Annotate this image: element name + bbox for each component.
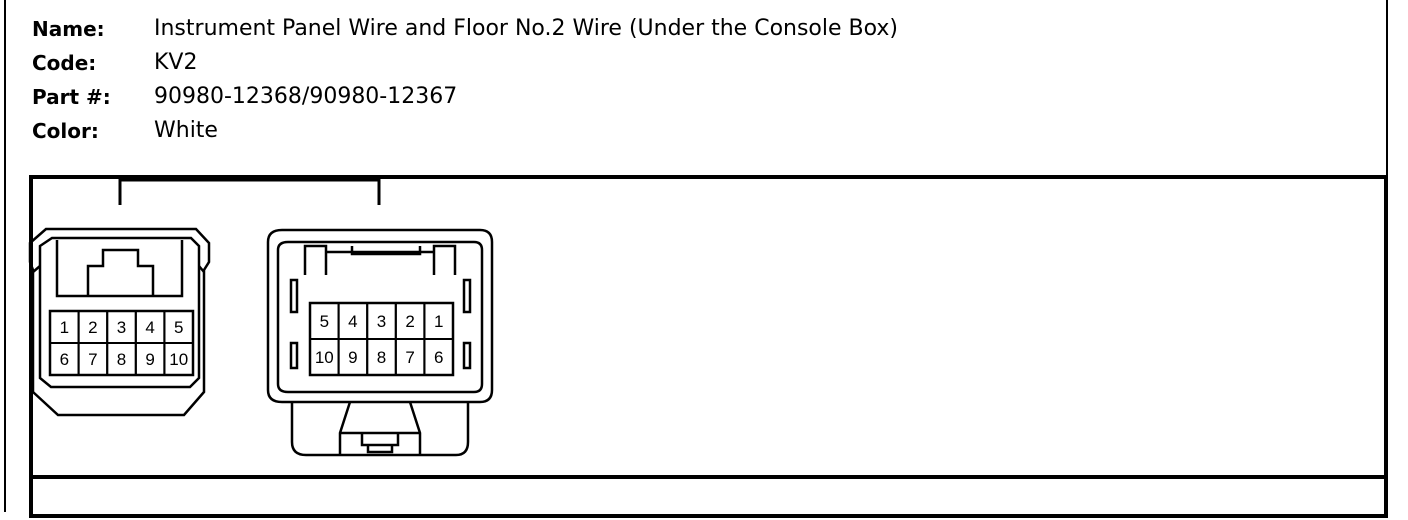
right-connector-pin-number: 8 (377, 348, 386, 367)
left-connector-side-notches (32, 265, 205, 273)
frame-right-border (1386, 0, 1388, 176)
name-value: Instrument Panel Wire and Floor No.2 Wir… (154, 16, 899, 41)
color-label: Color: (32, 119, 99, 143)
right-connector-pin-cavity (423, 338, 454, 376)
right-connector-inner-outline (276, 240, 484, 394)
code-label: Code: (32, 51, 97, 75)
left-connector-housing (28, 227, 211, 417)
right-connector-lock-skirt (290, 402, 470, 457)
right-connector-top-notch (350, 246, 422, 256)
name-label: Name: (32, 17, 105, 41)
left-connector-pin-number: 10 (169, 350, 188, 369)
right-connector-pin-number: 5 (320, 312, 329, 331)
right-connector-pin-number: 4 (348, 312, 357, 331)
connector-mate-bracket (118, 178, 381, 205)
left-connector-pin-number: 2 (88, 318, 97, 337)
right-connector-pin-number: 6 (434, 348, 443, 367)
connector-diagram-box (29, 175, 1388, 518)
code-value: KV2 (154, 50, 198, 75)
right-connector-side-guides (289, 278, 472, 370)
left-connector-pin-number: 9 (145, 350, 154, 369)
diagram-bottom-divider (33, 475, 1384, 479)
right-connector-pin-number: 1 (434, 312, 443, 331)
left-connector-pin-number: 3 (117, 318, 126, 337)
left-connector-pin-cavity (163, 342, 194, 376)
left-connector-pin-number: 5 (174, 318, 183, 337)
right-connector-top-key (303, 244, 457, 275)
right-connector-pin-number: 7 (405, 348, 414, 367)
left-connector-pin-number: 8 (117, 350, 126, 369)
left-connector-inner-outline (38, 236, 201, 389)
part-value: 90980-12368/90980-12367 (154, 84, 458, 109)
right-connector-pin-number: 2 (405, 312, 414, 331)
left-connector-pin-number: 6 (60, 350, 69, 369)
left-connector-latch (55, 240, 184, 298)
right-connector-pin-number: 10 (315, 348, 334, 367)
left-connector-pin-number: 4 (145, 318, 154, 337)
part-label: Part #: (32, 85, 111, 109)
right-connector-pin-number: 9 (348, 348, 357, 367)
left-connector-pin-number: 7 (88, 350, 97, 369)
left-connector-latch-tab (86, 248, 155, 296)
right-connector-housing (266, 228, 494, 404)
right-connector-lock-tab (338, 401, 422, 455)
frame-left-border (4, 0, 6, 512)
left-connector-pin-number: 1 (60, 318, 69, 337)
color-value: White (154, 118, 218, 143)
right-connector-pin-number: 3 (377, 312, 386, 331)
